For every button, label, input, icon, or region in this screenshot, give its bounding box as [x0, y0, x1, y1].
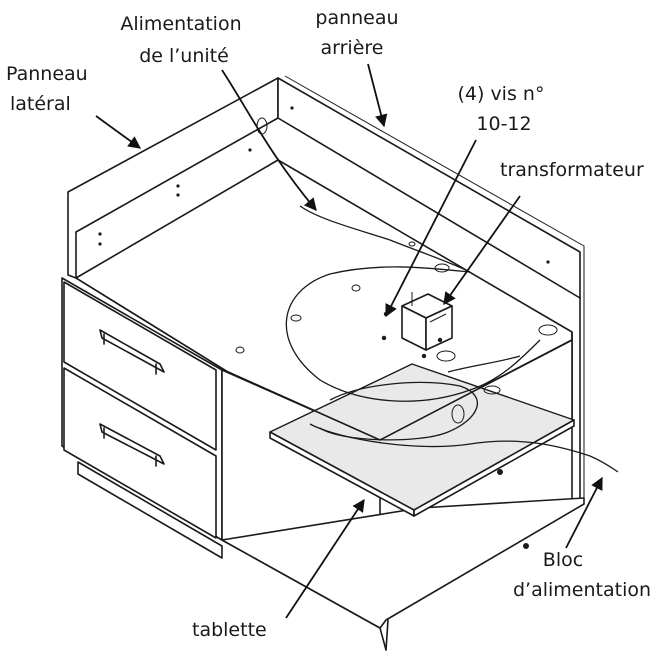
back-panel-leader: [367, 63, 388, 128]
label-power-block: Bloc d’alimentation: [513, 549, 651, 601]
labels: Alimentation de l’unité panneau arrière …: [6, 7, 651, 641]
drawer-bottom: [63, 367, 217, 539]
label-shelf: tablette: [192, 619, 267, 641]
cabinet-drawing: [61, 75, 619, 651]
label-screws: (4) vis n° 10-12: [457, 83, 550, 135]
screws-leader: [385, 139, 477, 318]
side-panel-leader: [95, 115, 142, 149]
label-transformer: transformateur: [500, 159, 644, 181]
label-back-panel: panneau arrière: [315, 7, 404, 59]
label-unit-power: Alimentation de l’unité: [120, 13, 247, 67]
label-side-panel: Panneau latéral: [6, 63, 94, 115]
transformer-box: [401, 292, 456, 362]
drawer-handle-bottom: [99, 423, 165, 467]
unit-power-leader: [221, 69, 317, 211]
shelf-leader: [285, 498, 365, 619]
leader-lines: [95, 63, 603, 619]
drawer-top: [63, 281, 217, 451]
power-block-leader: [565, 476, 603, 549]
drawer-handle-top: [99, 329, 165, 375]
power-cable-loop: [285, 205, 471, 402]
transformer-leader: [443, 195, 521, 306]
